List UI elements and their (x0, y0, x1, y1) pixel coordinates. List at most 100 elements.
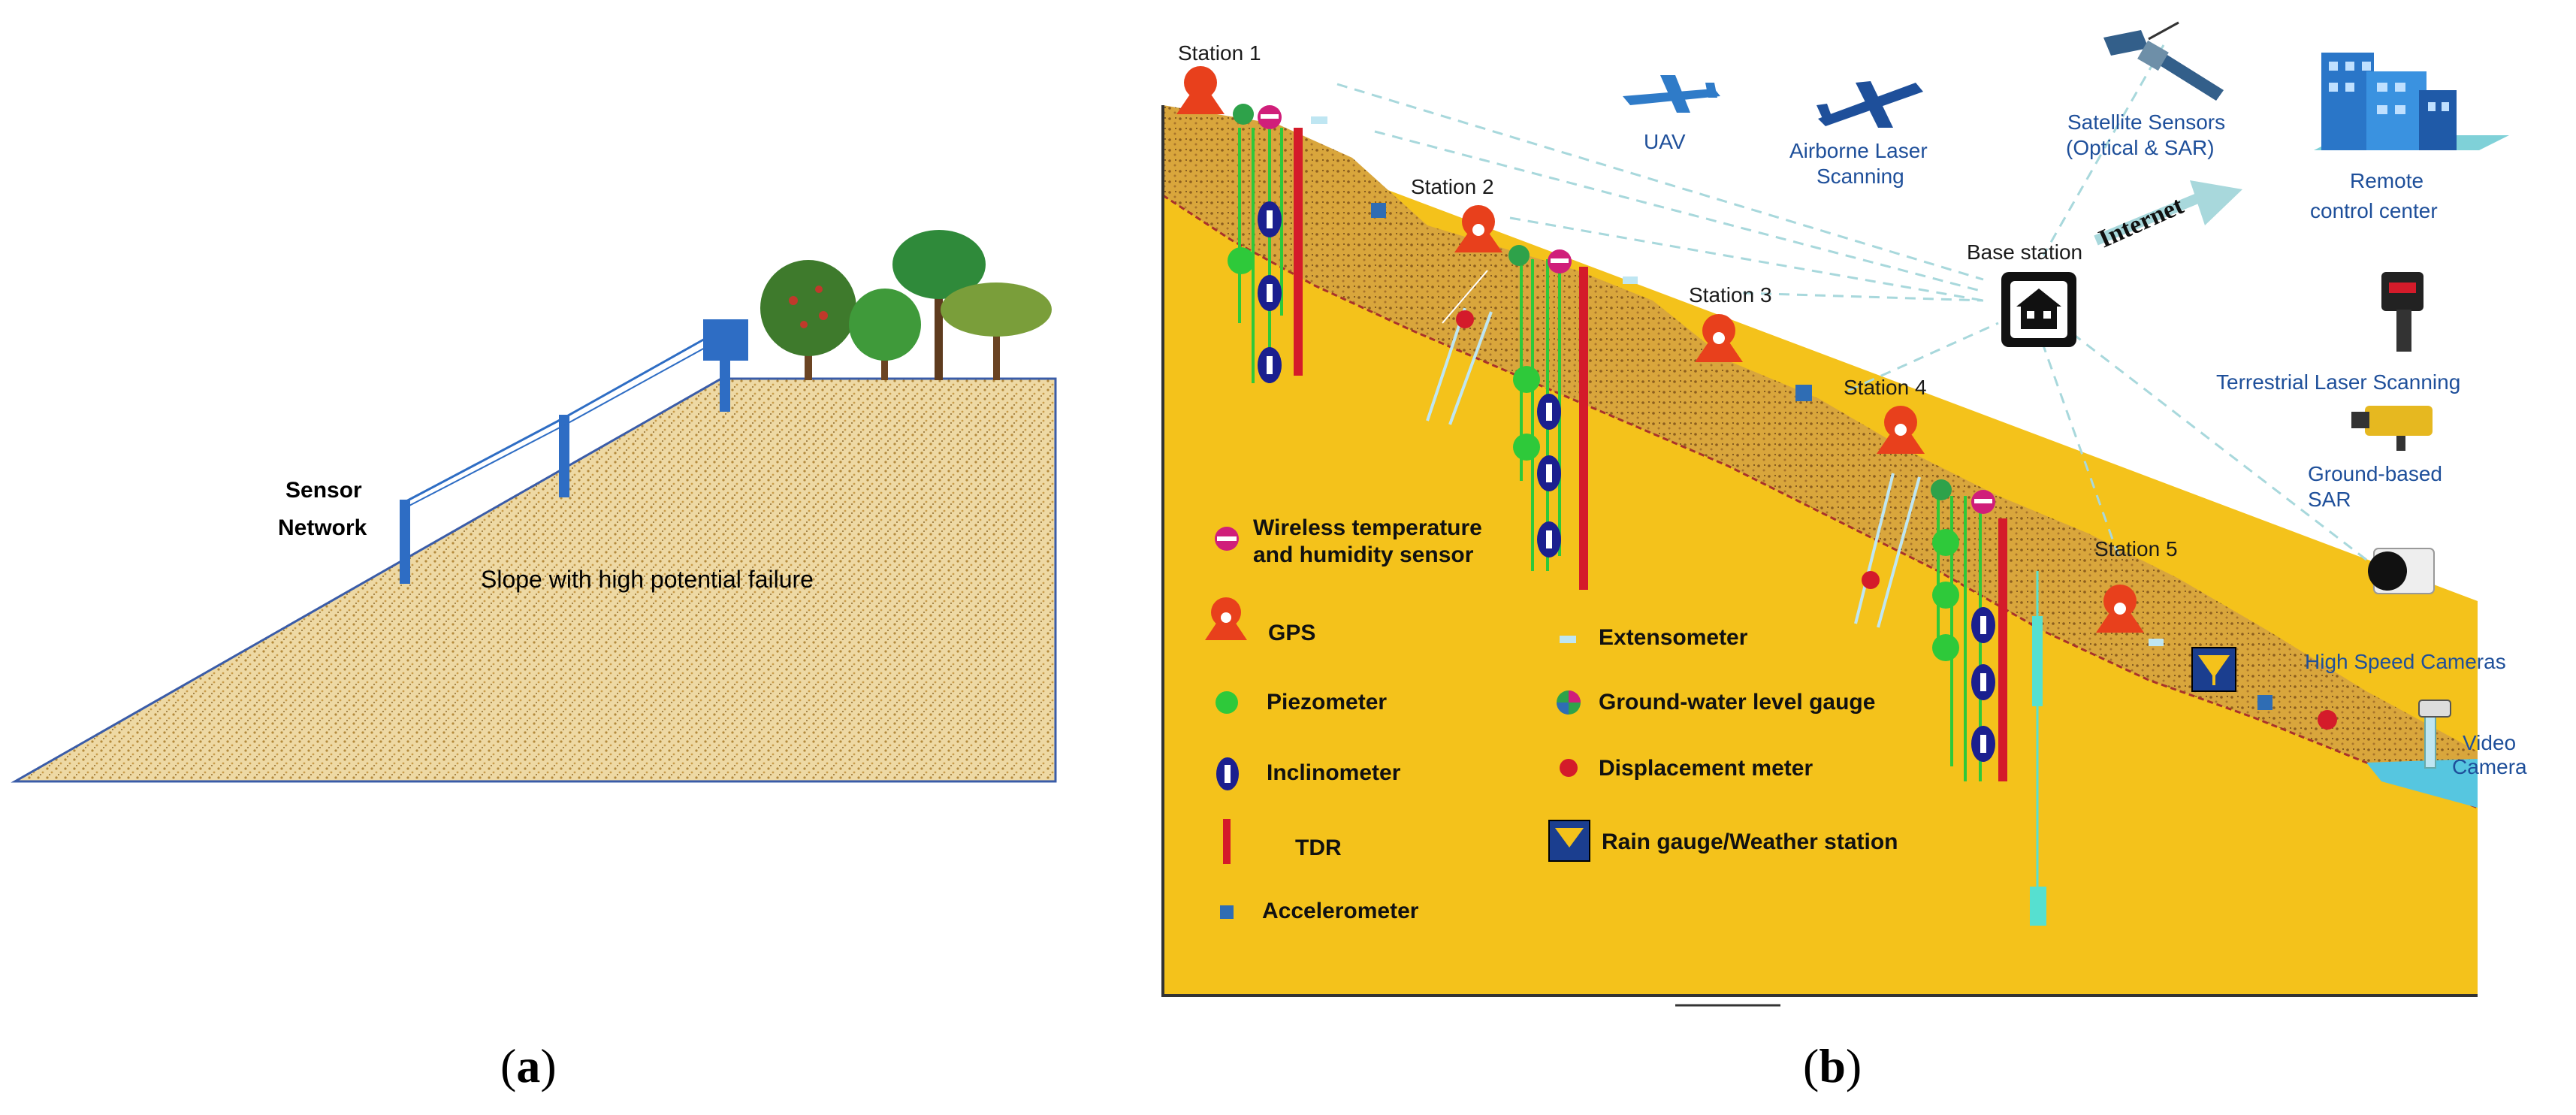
internet-label: Internet (2094, 192, 2188, 253)
tree-icon (849, 289, 921, 380)
piezometer-legend-icon (1216, 691, 1238, 714)
station-5-label: Station 5 (2094, 537, 2178, 561)
extensometer-icon (2149, 639, 2164, 646)
tdr-icon (1294, 128, 1303, 376)
tree-icon (941, 283, 1052, 380)
piezometer-icon (1513, 366, 1540, 393)
legend-piezometer-label: Piezometer (1267, 690, 1387, 715)
hsc-label: High Speed Cameras (2305, 650, 2506, 673)
base-station-icon (2001, 272, 2076, 347)
gps-icon (1877, 406, 1925, 454)
legend-accelerometer-label: Accelerometer (1262, 899, 1419, 923)
station-4-label: Station 4 (1844, 376, 1927, 399)
tdr-legend-icon (1223, 819, 1231, 864)
legend-gps-label: GPS (1268, 621, 1315, 645)
remote-center-label: control center (2310, 199, 2438, 222)
displacement-meter-icon (1862, 571, 1880, 589)
panel-a: Sensor Network Slope with high potential… (11, 230, 1057, 1092)
legend-inclinometer-label: Inclinometer (1267, 760, 1401, 785)
sensor-post-2 (559, 415, 569, 497)
tdr-icon (1579, 267, 1588, 590)
base-station-label: Base station (1967, 240, 2082, 264)
gps-icon (2096, 585, 2144, 633)
legend-displacement-label: Displacement meter (1599, 756, 1813, 781)
video-camera-icon (2418, 700, 2451, 769)
gps-icon (1176, 66, 1225, 114)
borehole-station-1 (1228, 104, 1386, 383)
panel-a-caption: (a) (500, 1039, 557, 1092)
groundwater-legend-icon (1557, 690, 1581, 715)
water-body (2366, 759, 2478, 808)
tree-icon (760, 260, 856, 380)
network-wire (563, 346, 707, 426)
sensor-network-label: Sensor (285, 478, 362, 503)
video-camera-label: Camera (2452, 755, 2527, 778)
displacement-meter-icon (2318, 710, 2337, 730)
piezometer-icon (1932, 634, 1959, 661)
extensometer-icon (1623, 276, 1638, 284)
comm-lines (1336, 44, 2367, 561)
extensometer-legend-icon (1560, 636, 1576, 643)
network-wire (563, 337, 707, 419)
legend-wireless-label: and humidity sensor (1253, 542, 1474, 567)
rain-gauge-icon (2191, 647, 2236, 692)
panel-b: Station 1 Station 2 Station 3 Station 4 … (1161, 21, 2527, 1092)
legend-extensometer-label: Extensometer (1599, 625, 1748, 650)
tree-icon (892, 230, 986, 380)
tdr-icon (1998, 518, 2007, 781)
remote-center-label: Remote (2350, 169, 2423, 192)
station-3-label: Station 3 (1689, 283, 1772, 307)
piezometer-icon (1228, 247, 1255, 274)
displacement-legend-icon (1560, 759, 1578, 777)
sensor-post-1 (400, 500, 410, 584)
airborne-label: Airborne Laser (1789, 139, 1928, 162)
tls-label: Terrestrial Laser Scanning (2216, 370, 2460, 394)
station-2-label: Station 2 (1411, 175, 1494, 198)
accelerometer-icon (1371, 203, 1386, 218)
remote-control-center-icon (2314, 53, 2509, 150)
piezometer-icon (1932, 529, 1959, 556)
legend-raingauge-label: Rain gauge/Weather station (1602, 829, 1898, 854)
gps-icon (1454, 205, 1502, 252)
accelerometer-icon (1795, 385, 1812, 401)
inclinometer-legend-icon (1216, 757, 1239, 790)
uav-icon (1623, 75, 1720, 113)
gbsar-label: SAR (2308, 488, 2351, 511)
borehole-station-2 (1426, 245, 1588, 590)
piezometer-icon (1932, 582, 1959, 609)
landslide-layer (1163, 105, 2478, 808)
video-camera-label: Video (2463, 731, 2516, 754)
satellite-label: Satellite Sensors (2067, 110, 2225, 134)
slope-a (11, 377, 1057, 783)
accelerometer-legend-icon (1220, 905, 1234, 919)
legend-tdr-label: TDR (1295, 835, 1342, 860)
panel-b-caption: (b) (1803, 1039, 1862, 1092)
borehole-station-4 (1854, 473, 2046, 926)
piezometer-icon (1513, 434, 1540, 461)
legend-groundwater-label: Ground-water level gauge (1599, 690, 1875, 715)
rain-gauge-legend-icon (1548, 820, 1590, 862)
satellite-icon (2103, 21, 2224, 101)
gps-icon (1695, 314, 1743, 362)
accelerometer-icon (2257, 695, 2272, 710)
network-wire (404, 425, 565, 509)
station-1-label: Station 1 (1178, 41, 1261, 65)
slip-surface (1162, 194, 2478, 809)
gps-legend-icon (1205, 597, 1247, 640)
terrestrial-laser-scanner-icon (2381, 272, 2423, 352)
displacement-meter-icon (1456, 310, 1474, 328)
slope-label: Slope with high potential failure (481, 566, 814, 593)
airborne-plane-icon (1816, 81, 1923, 128)
uav-label: UAV (1644, 130, 1686, 153)
sensor-box (703, 319, 748, 361)
sensor-post-3 (720, 359, 730, 412)
wireless-sensor-legend-icon (1215, 527, 1239, 551)
high-speed-camera-icon (2368, 548, 2435, 594)
frame (1161, 105, 2478, 997)
internet-arrow (2094, 180, 2242, 246)
legend (1205, 527, 1590, 919)
ground-based-sar-icon (2351, 406, 2433, 451)
sensor-network-label: Network (278, 515, 367, 540)
